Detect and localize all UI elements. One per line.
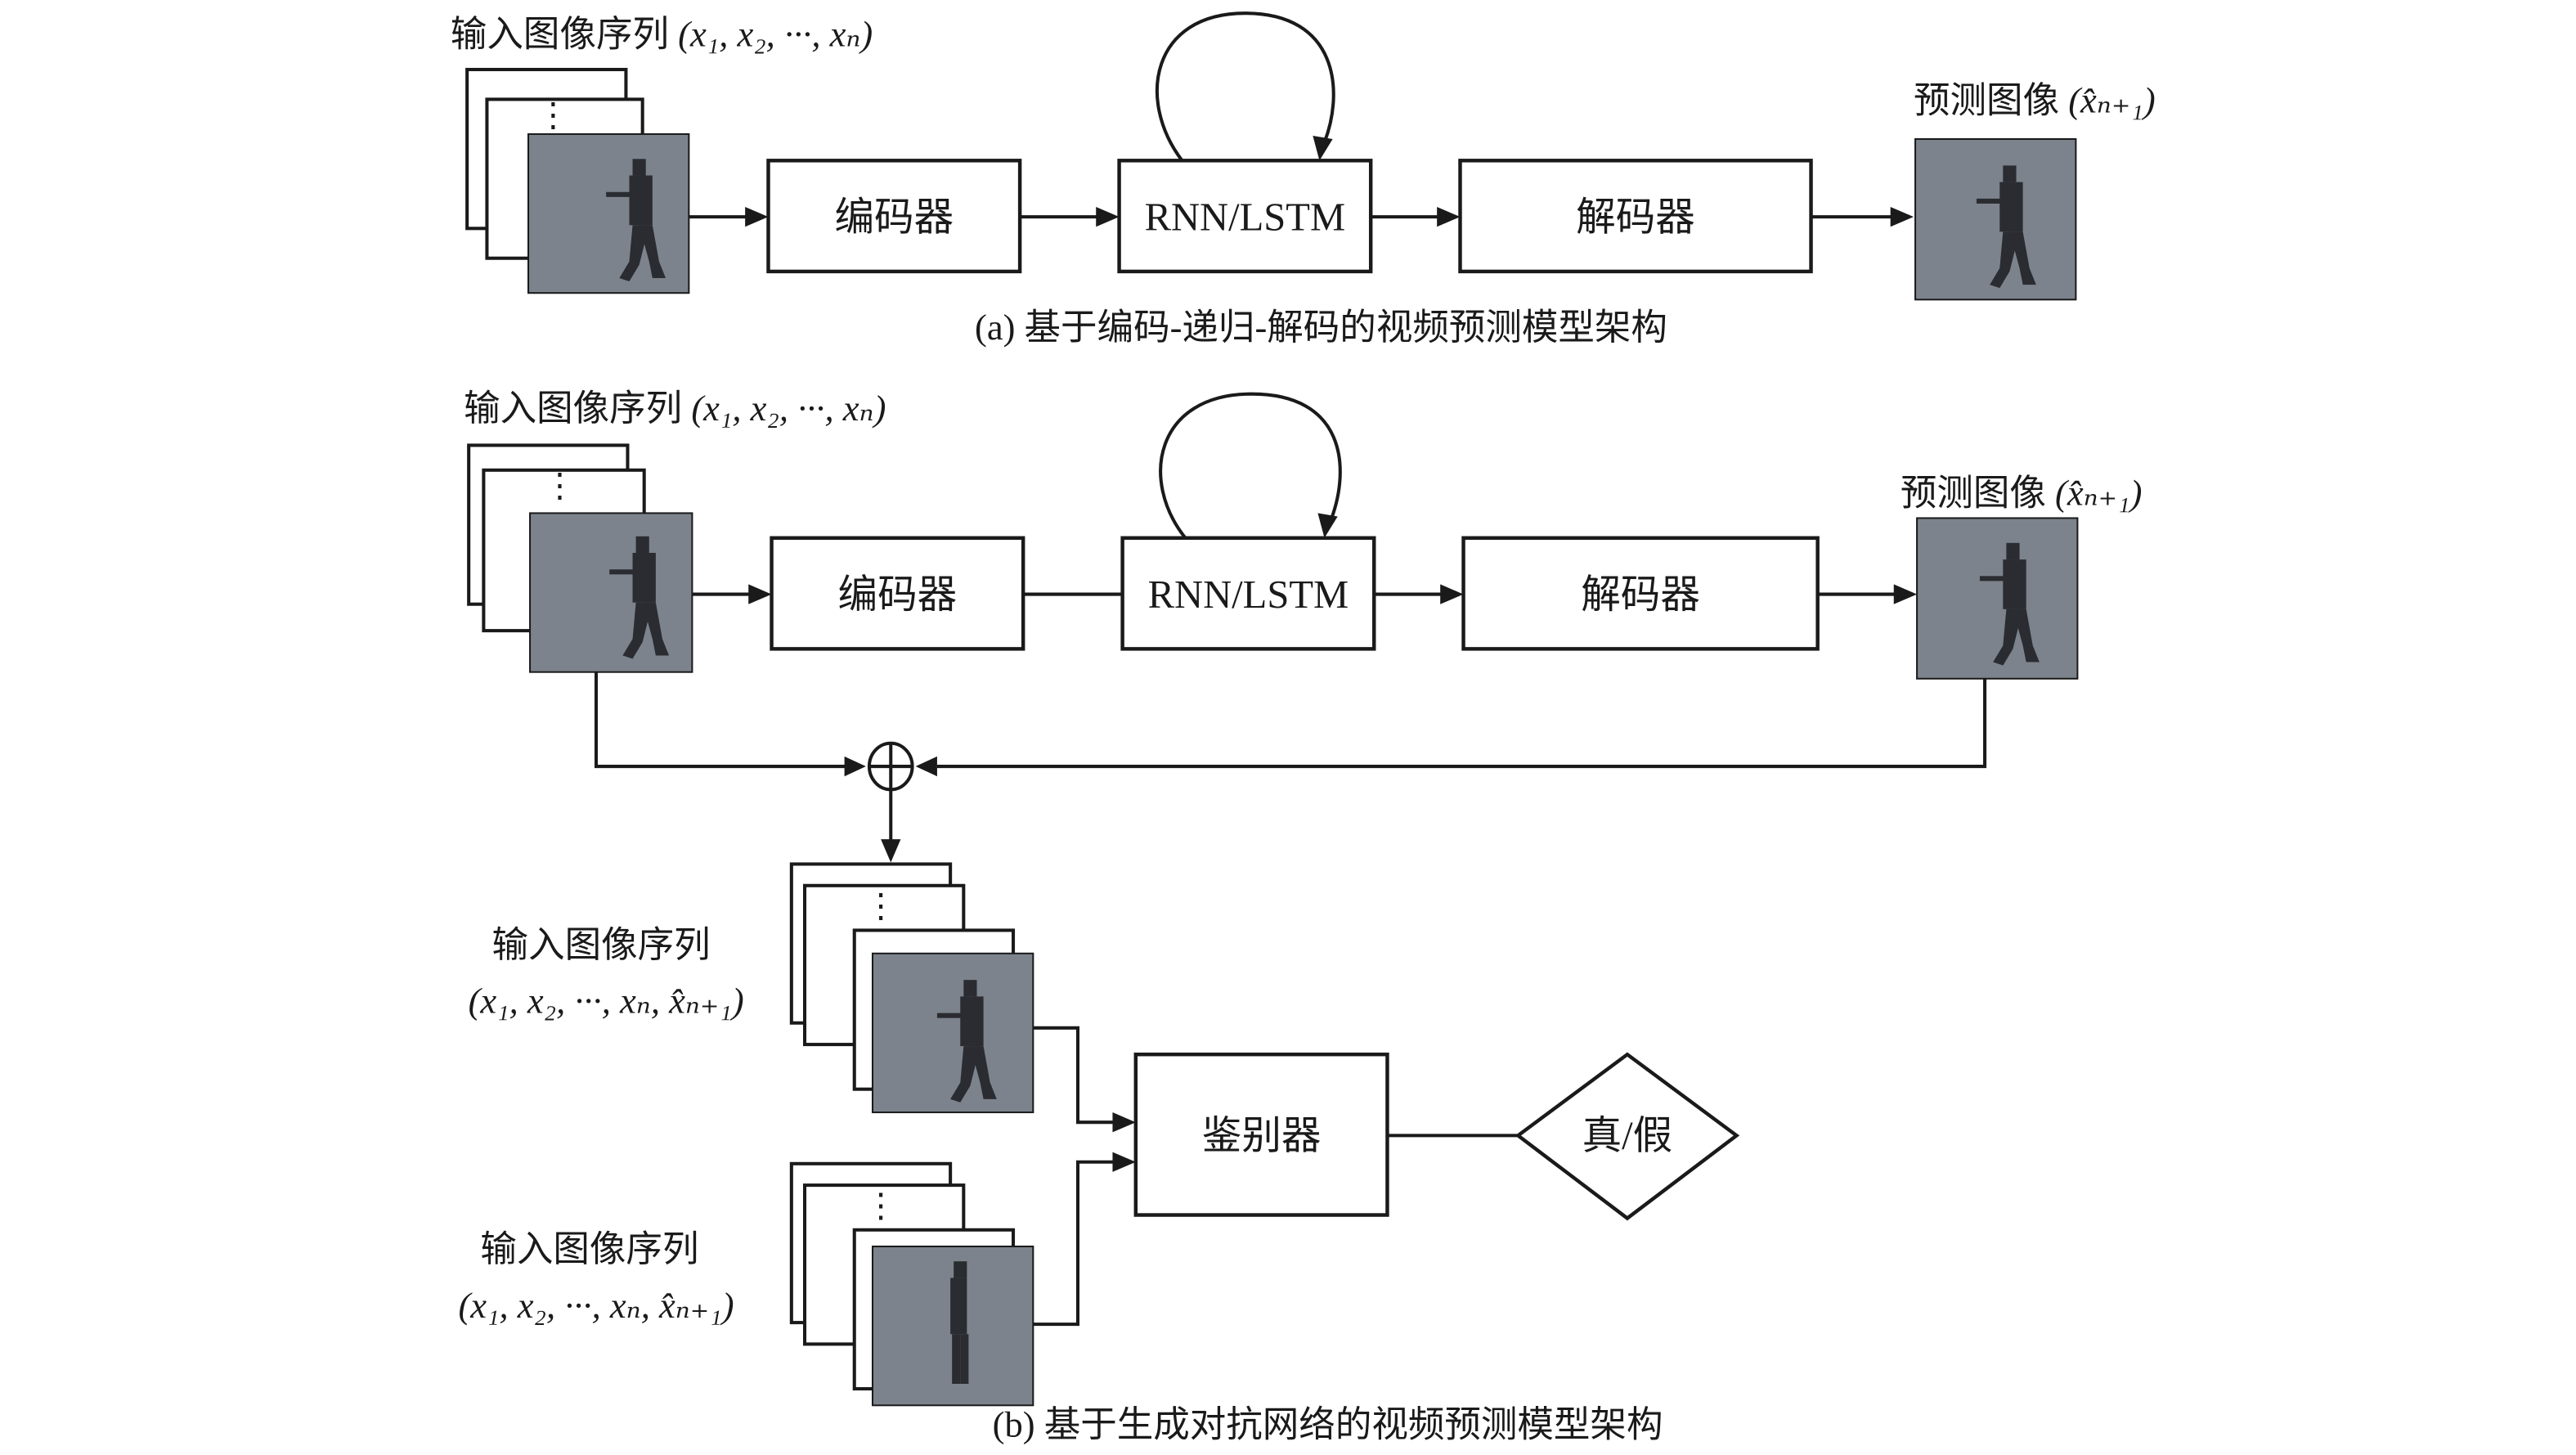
- rnn-lstm-label-b: RNN/LSTM: [1148, 573, 1349, 617]
- input-sequence-label-a: 输入图像序列 (x₁, x₂, ···, xₙ): [451, 14, 873, 55]
- input-sequence-label-b: 输入图像序列 (x₁, x₂, ···, xₙ): [464, 388, 886, 429]
- arrowhead: [881, 839, 901, 863]
- rnn-lstm-label-a: RNN/LSTM: [1145, 195, 1346, 239]
- line-input-to-combine: [594, 671, 848, 769]
- arrowhead: [844, 756, 866, 777]
- ellipsis-icon: ⋮: [536, 97, 569, 133]
- part-a: 输入图像序列 (x₁, x₂, ···, xₙ) ⋮ 编码器 RNN/LSTM …: [451, 11, 2156, 348]
- encoder-label-b: 编码器: [838, 573, 958, 617]
- recurrent-loop-arrow-a: [1156, 11, 1335, 162]
- arrowhead: [1096, 206, 1120, 227]
- arrowhead: [915, 756, 937, 777]
- combine-operator-icon: [867, 741, 914, 792]
- sequence2-math: (x₁, x₂, ···, xₙ, x̂ₙ₊₁): [458, 1285, 734, 1326]
- sequence2-frames: ⋮: [789, 1161, 1034, 1407]
- line-prediction-to-combine: [936, 678, 1987, 769]
- ellipsis-icon: ⋮: [543, 467, 576, 504]
- predicted-image-a: [1914, 137, 2077, 301]
- encoder-box-b: [770, 536, 1025, 651]
- caption-a: (a) 基于编码-递归-解码的视频预测模型架构: [975, 307, 1667, 348]
- predicted-image-label-b: 预测图像 (x̂ₙ₊₁): [1901, 472, 2143, 513]
- encoder-box-a: [766, 159, 1022, 274]
- recurrent-loop-arrow-b: [1159, 392, 1342, 540]
- decoder-label-b: 解码器: [1581, 573, 1700, 617]
- input-frames-a: ⋮: [465, 67, 690, 294]
- predicted-image-b: [1916, 517, 2079, 680]
- ellipsis-icon: ⋮: [864, 1188, 897, 1224]
- sequence1-frames: ⋮: [789, 862, 1034, 1114]
- encoder-label-a: 编码器: [834, 195, 954, 239]
- arrowhead: [1893, 584, 1918, 604]
- arrowhead: [1112, 1152, 1136, 1172]
- input-frame-image: [527, 132, 690, 294]
- rnn-lstm-box-a: [1117, 159, 1373, 274]
- decoder-box-a: [1458, 159, 1813, 274]
- arrowhead: [1313, 135, 1333, 161]
- decision-label: 真/假: [1582, 1114, 1673, 1158]
- rnn-lstm-box-b: [1120, 536, 1376, 651]
- arrowhead: [1440, 584, 1464, 604]
- arrowhead: [1317, 513, 1338, 538]
- sequence1-label: 输入图像序列: [492, 924, 711, 965]
- part-b: 输入图像序列 (x₁, x₂, ···, xₙ) ⋮ 编码器 RNN/LSTM …: [458, 388, 2142, 1445]
- line-seq2-to-discriminator: [1033, 1160, 1115, 1327]
- input-frames-b: ⋮: [467, 443, 693, 673]
- arrowhead: [748, 584, 772, 604]
- sequence1-image: [871, 952, 1034, 1114]
- caption-b: (b) 基于生成对抗网络的视频预测模型架构: [993, 1404, 1663, 1445]
- input-frame-image: [529, 512, 693, 673]
- predicted-image-label-a: 预测图像 (x̂ₙ₊₁): [1914, 80, 2156, 121]
- sequence1-math: (x₁, x₂, ···, xₙ, x̂ₙ₊₁): [469, 981, 744, 1022]
- sequence2-label: 输入图像序列: [480, 1228, 698, 1269]
- discriminator-label: 鉴别器: [1202, 1114, 1322, 1158]
- arrowhead: [1112, 1112, 1136, 1133]
- arrowhead: [1437, 206, 1461, 227]
- arrowhead: [1890, 206, 1914, 227]
- decoder-label-a: 解码器: [1576, 195, 1695, 239]
- line-seq1-to-discriminator: [1033, 1026, 1115, 1125]
- person-icon: [950, 1261, 969, 1384]
- decoder-box-b: [1461, 536, 1820, 651]
- ellipsis-icon: ⋮: [864, 887, 897, 924]
- decision-diamond: [1515, 1052, 1740, 1221]
- arrowhead: [745, 206, 769, 227]
